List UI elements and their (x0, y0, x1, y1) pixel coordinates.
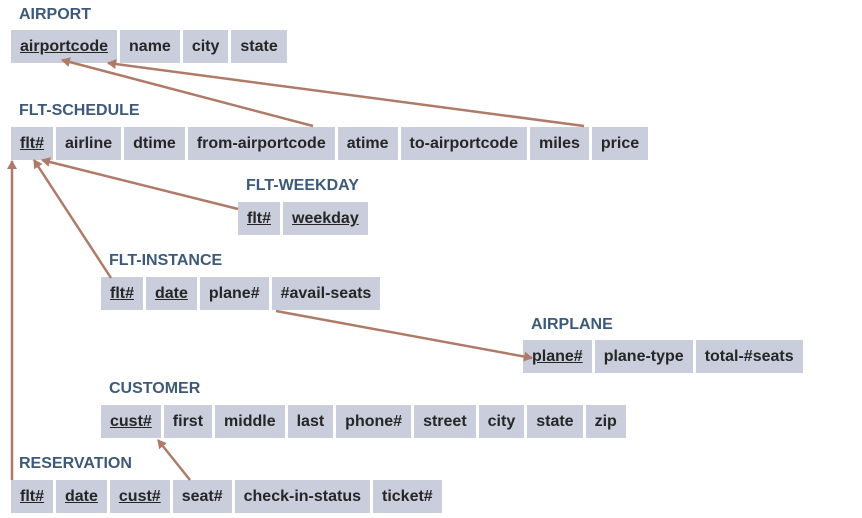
flt-schedule-col-miles: miles (529, 127, 589, 160)
flt-schedule-col-from-airportcode: from-airportcode (187, 127, 335, 160)
arrow-reservation-cust-to-customer (157, 439, 191, 481)
table-title-airport: AIRPORT (19, 6, 91, 23)
reservation-col-flt: flt# (11, 480, 53, 513)
table-title-flt-schedule: FLT-SCHEDULE (19, 102, 140, 119)
airplane-col-plane-type: plane-type (594, 340, 693, 373)
flt-instance-col-date: date (146, 277, 197, 310)
airport-col-city: city (182, 30, 229, 63)
airport-col-name: name (120, 30, 180, 63)
airplane-col-plane: plane# (523, 340, 592, 373)
table-flt-weekday: flt#weekday (238, 202, 371, 235)
arrow-instance-plane-to-airplane (275, 309, 533, 362)
flt-schedule-col-price: price (591, 127, 649, 160)
flt-schedule-col-dtime: dtime (124, 127, 185, 160)
flt-weekday-col-flt: flt# (238, 202, 280, 235)
flt-schedule-col-to-airportcode: to-airportcode (400, 127, 527, 160)
reservation-col-cust: cust# (109, 480, 170, 513)
customer-col-cust: cust# (101, 405, 161, 438)
customer-col-zip: zip (585, 405, 626, 438)
reservation-col-date: date (56, 480, 107, 513)
reservation-col-ticket: ticket# (373, 480, 442, 513)
airport-col-state: state (231, 30, 287, 63)
reservation-col-check-in-status: check-in-status (234, 480, 370, 513)
flt-schedule-col-flt: flt# (11, 127, 53, 160)
customer-col-street: street (414, 405, 476, 438)
customer-col-first: first (163, 405, 213, 438)
customer-col-last: last (287, 405, 334, 438)
flt-schedule-col-airline: airline (56, 127, 122, 160)
customer-col-phone: phone# (336, 405, 412, 438)
table-title-reservation: RESERVATION (19, 455, 132, 472)
table-title-customer: CUSTOMER (109, 380, 201, 397)
reservation-col-seat: seat# (172, 480, 232, 513)
flt-instance-col-avail-seats: #avail-seats (271, 277, 381, 310)
arrow-to-airportcode-to-airportcode (107, 59, 585, 128)
flt-instance-col-flt: flt# (101, 277, 143, 310)
table-title-airplane: AIRPLANE (531, 316, 613, 333)
flt-schedule-col-atime: atime (337, 127, 398, 160)
flt-instance-col-plane: plane# (199, 277, 269, 310)
customer-col-state: state (527, 405, 583, 438)
table-title-flt-instance: FLT-INSTANCE (109, 252, 223, 269)
customer-col-middle: middle (215, 405, 285, 438)
airport-col-airportcode: airportcode (11, 30, 118, 63)
flt-weekday-col-weekday: weekday (283, 202, 368, 235)
table-title-flt-weekday: FLT-WEEKDAY (246, 177, 359, 194)
arrow-instance-flt-to-schedule-flt (32, 159, 113, 279)
airplane-col-total-seats: total-#seats (695, 340, 803, 373)
customer-col-city: city (478, 405, 525, 438)
arrow-weekday-flt-to-schedule-flt (41, 157, 239, 211)
